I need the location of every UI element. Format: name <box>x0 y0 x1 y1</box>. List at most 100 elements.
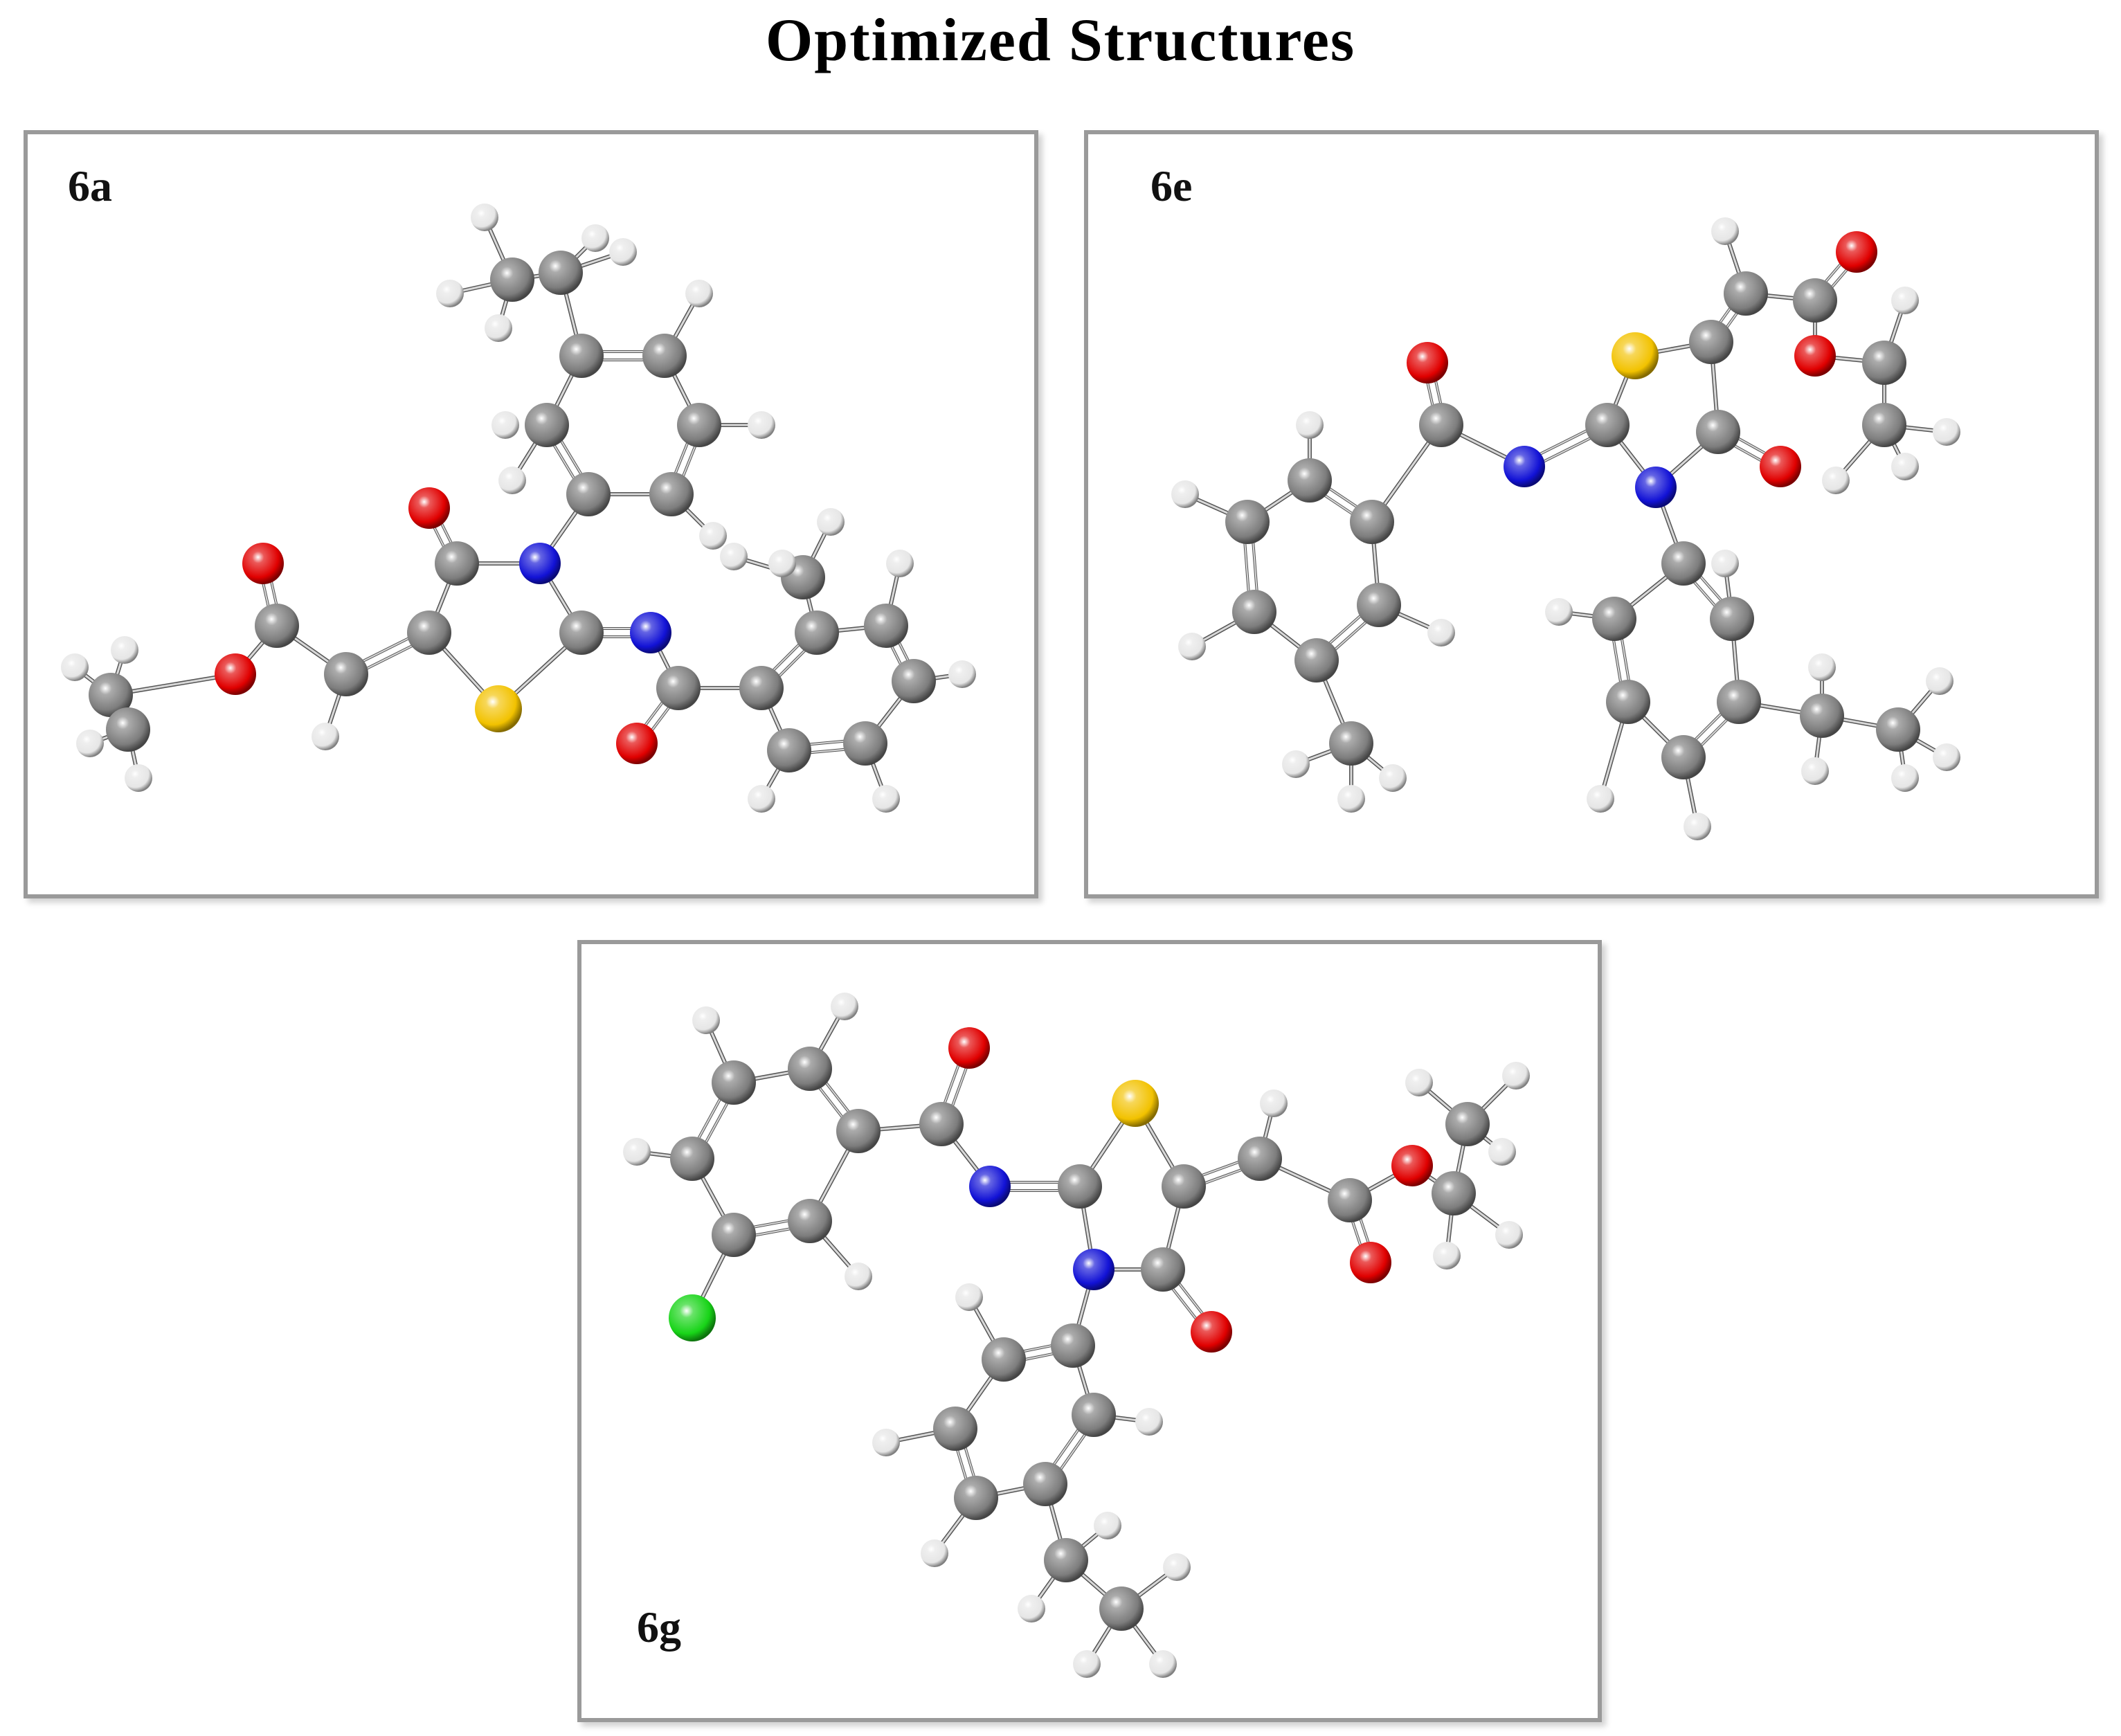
hydrogen-atom <box>692 1006 720 1034</box>
carbon-atom <box>1232 590 1276 634</box>
hydrogen-atom <box>471 204 498 231</box>
hydrogen-atom <box>886 550 914 577</box>
hydrogen-atom <box>1379 764 1407 792</box>
atoms <box>1171 217 1960 840</box>
hydrogen-atom <box>1405 1069 1433 1096</box>
carbon-atom <box>1717 680 1761 724</box>
carbon-atom <box>919 1102 964 1146</box>
hydrogen-atom <box>1711 217 1739 245</box>
carbon-atom <box>843 721 887 766</box>
carbon-atom <box>89 673 133 717</box>
oxygen-atom <box>1836 231 1877 273</box>
carbon-atom <box>106 707 150 752</box>
hydrogen-atom <box>817 508 845 536</box>
carbon-atom <box>1862 341 1906 385</box>
hydrogen-atom <box>1171 480 1199 508</box>
sulfur-atom <box>475 685 522 732</box>
carbon-atom <box>1023 1462 1067 1506</box>
hydrogen-atom <box>76 730 104 757</box>
hydrogen-atom <box>1801 757 1829 785</box>
nitrogen-atom <box>1073 1249 1114 1290</box>
carbon-atom <box>1606 680 1650 724</box>
carbon-atom <box>1288 458 1332 503</box>
sulfur-atom <box>1612 332 1659 379</box>
hydrogen-atom <box>1933 743 1960 771</box>
figure-title: Optimized Structures <box>765 7 1356 74</box>
hydrogen-atom <box>1545 598 1573 626</box>
carbon-atom <box>1419 403 1463 447</box>
molecule-6g <box>623 993 1530 1678</box>
oxygen-atom <box>408 487 450 529</box>
carbon-atom <box>1294 638 1339 682</box>
carbon-atom <box>1350 500 1394 544</box>
carbon-atom <box>642 334 687 378</box>
nitrogen-atom <box>1504 446 1545 487</box>
carbon-atom <box>1044 1538 1088 1582</box>
carbon-atom <box>1592 597 1636 641</box>
hydrogen-atom <box>1337 785 1365 813</box>
carbon-atom <box>324 652 368 696</box>
carbon-atom <box>1445 1102 1490 1146</box>
carbon-atom <box>1432 1171 1476 1215</box>
hydrogen-atom <box>1926 667 1953 695</box>
hydrogen-atom <box>768 550 796 577</box>
carbon-atom <box>677 403 721 447</box>
carbon-atom <box>712 1060 756 1105</box>
carbon-atom <box>1357 583 1401 627</box>
hydrogen-atom <box>921 1539 948 1567</box>
carbon-atom <box>1162 1164 1206 1209</box>
carbon-atom <box>670 1137 714 1181</box>
carbon-atom <box>539 251 583 295</box>
carbon-atom <box>1800 694 1844 738</box>
hydrogen-atom <box>111 636 138 664</box>
hydrogen-atom <box>1822 467 1850 494</box>
oxygen-atom <box>1760 446 1801 487</box>
hydrogen-atom <box>1891 764 1919 792</box>
carbon-atom <box>892 659 936 703</box>
hydrogen-atom <box>720 543 748 570</box>
hydrogen-atom <box>581 224 609 252</box>
carbon-atom <box>1238 1137 1282 1181</box>
carbon-atom <box>1585 403 1630 447</box>
carbon-atom <box>1862 403 1906 447</box>
hydrogen-atom <box>1488 1138 1516 1166</box>
hydrogen-atom <box>948 660 976 688</box>
atoms <box>61 204 976 813</box>
carbon-atom <box>1225 500 1270 544</box>
sulfur-atom <box>1112 1080 1159 1127</box>
carbon-atom <box>525 403 569 447</box>
oxygen-atom <box>1191 1311 1232 1353</box>
hydrogen-atom <box>491 411 519 439</box>
oxygen-atom <box>1407 342 1448 383</box>
oxygen-atom <box>1391 1145 1433 1186</box>
hydrogen-atom <box>872 785 900 813</box>
hydrogen-atom <box>436 280 464 307</box>
bonds <box>1183 229 1949 829</box>
carbon-atom <box>1099 1586 1144 1631</box>
hydrogen-atom <box>1495 1221 1523 1249</box>
hydrogen-atom <box>955 1283 983 1311</box>
carbon-atom <box>559 334 604 378</box>
carbon-atom <box>656 666 701 710</box>
hydrogen-atom <box>1260 1089 1288 1117</box>
carbon-atom <box>649 472 694 516</box>
hydrogen-atom <box>1163 1553 1191 1581</box>
carbon-atom <box>1072 1393 1116 1437</box>
carbon-atom <box>954 1476 998 1520</box>
hydrogen-atom <box>609 238 637 266</box>
hydrogen-atom <box>1933 418 1960 446</box>
panel-label-6e: 6e <box>1150 161 1193 210</box>
carbon-atom <box>739 666 784 710</box>
carbon-atom <box>1058 1164 1102 1209</box>
hydrogen-atom <box>61 653 89 681</box>
hydrogen-atom <box>1073 1650 1101 1678</box>
chlorine-atom <box>669 1294 716 1341</box>
hydrogen-atom <box>1684 813 1711 840</box>
carbon-atom <box>788 1047 832 1091</box>
carbon-atom <box>1661 541 1706 586</box>
carbon-atom <box>1328 1178 1372 1222</box>
panel-label-6a: 6a <box>68 161 112 210</box>
carbon-atom <box>1661 735 1706 779</box>
hydrogen-atom <box>312 723 339 750</box>
hydrogen-atom <box>845 1263 872 1290</box>
